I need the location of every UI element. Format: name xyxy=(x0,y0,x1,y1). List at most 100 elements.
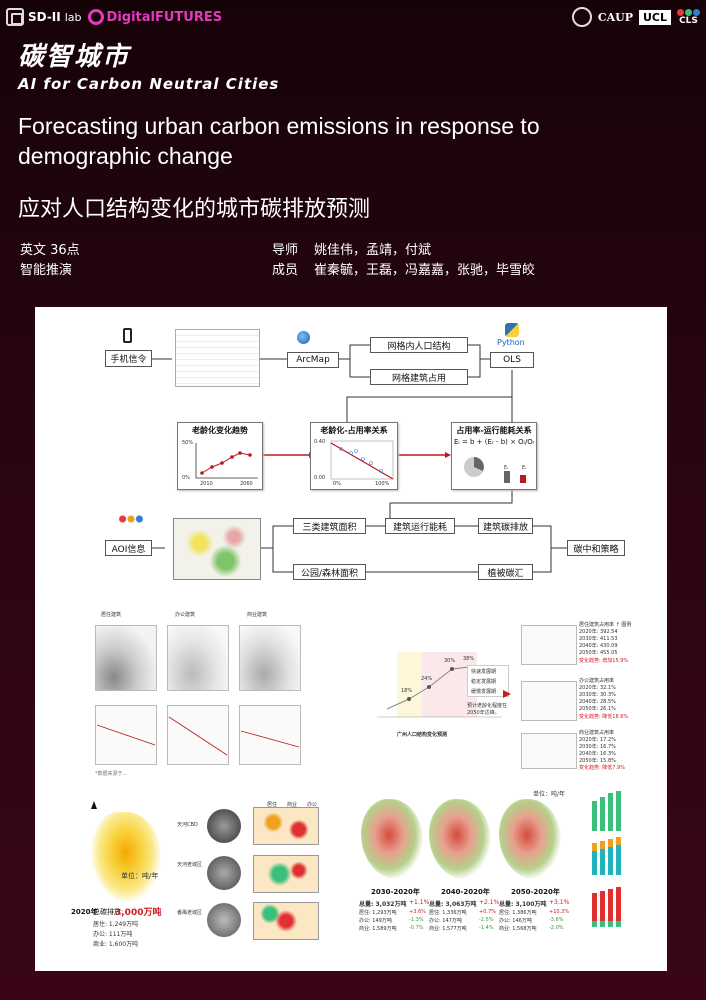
aging-trend-card: 老龄化变化趋势 50% 0% 2010 2060 xyxy=(177,422,263,490)
p2040-dtotal: +2.1% xyxy=(479,899,500,906)
aging-trend-x2: 2060 xyxy=(240,481,253,487)
p2030-title: 2030-2020年 xyxy=(371,888,420,896)
proj-map-2030 xyxy=(361,799,423,879)
scatter-col3-label: 商业建筑 xyxy=(247,612,268,618)
cls-dots-icon xyxy=(677,8,700,16)
p2050-total: 总量: 3,100万吨 xyxy=(499,901,547,908)
grid-population-label: 网格内人口结构 xyxy=(387,341,451,352)
energy-pie-bar xyxy=(464,457,526,483)
institution-logos: CAUP UCL CLS xyxy=(571,7,700,27)
p2050-off: 办公: 146万吨 xyxy=(499,918,532,924)
north-arrow-icon xyxy=(91,801,97,809)
signal-data-table xyxy=(175,329,260,387)
map-year: 2020年 xyxy=(71,908,98,916)
content-panel: 手机信令 ArcMap 网格内人口结构 网格建筑占用 Python OLS 老龄… xyxy=(35,307,667,971)
p2050-dtotal: +3.1% xyxy=(549,899,570,906)
p2030-total: 总量: 3,032万吨 xyxy=(359,901,407,908)
grid-population-box: 网格内人口结构 xyxy=(370,337,468,353)
place-old-tianhe: 天河老城区 xyxy=(177,862,203,868)
stat-off-l1: 2020年: 32.1% xyxy=(579,685,616,691)
zoom-map-cbd xyxy=(253,807,319,845)
map-unit: 单位：吨/年 xyxy=(121,872,159,880)
aoi-pins-icon xyxy=(117,514,145,524)
project-title-en: Forecasting urban carbon emissions in re… xyxy=(18,113,540,169)
stat-com-l1: 2020年: 17.2% xyxy=(579,737,616,743)
p2030-com: 商业: 1,589万吨 xyxy=(359,926,397,932)
language-info: 英文 36点 xyxy=(20,243,80,258)
stat-chart-com xyxy=(521,733,577,769)
stat-off-title: 办公建筑占用率 xyxy=(579,678,615,684)
ucl-logo: UCL xyxy=(638,9,671,25)
phone-signal-box: 手机信令 xyxy=(105,350,152,367)
aging-occupancy-card: 老龄化-占用率关系 0.40 0.00 0% 100% xyxy=(310,422,398,490)
right-stats-column: 居住建筑占用率 ↑ 图例 2020年: 392.54 2030年: 411.53… xyxy=(521,617,651,771)
tongji-seal-icon xyxy=(571,7,592,27)
member-names: 崔秦毓，王磊，冯嘉嘉，张驰，毕雪皎 xyxy=(314,263,536,278)
occupancy-energy-title: 占用率-运行能耗关系 xyxy=(456,426,532,435)
python-icon xyxy=(505,323,519,337)
ols-box: OLS xyxy=(490,352,534,368)
p2040-dres: +0.7% xyxy=(479,909,496,915)
aoi-box: AOI信息 xyxy=(105,540,152,556)
p2030-off: 办公: 149万吨 xyxy=(359,918,392,924)
neutral-strategy-box: 碳中和策略 xyxy=(567,540,625,556)
mentor-row: 导师姚佳伟，孟靖，付斌 xyxy=(272,241,535,261)
trend-caption: 广州人口结构变化预测 xyxy=(397,732,448,738)
stat-off-l4: 2050年: 26.1% xyxy=(579,706,616,712)
scatter-fit-lines xyxy=(96,716,300,756)
red-arrow-icon xyxy=(503,690,511,698)
p2040-com: 商业: 1,577万吨 xyxy=(429,926,467,932)
bar-chart-green xyxy=(592,791,621,831)
trend-note: 预计老龄化程度在2050年达峰。 xyxy=(467,703,508,716)
grid-building-label: 网格建筑占用 xyxy=(391,373,446,384)
digital-futures-mark-icon xyxy=(87,9,104,25)
map-legend-com: 商业 xyxy=(287,802,298,808)
stat-res-l4: 2050年: 455.05 xyxy=(579,650,618,656)
arcmap-label: ArcMap xyxy=(296,355,330,365)
aging-trend-ybottom: 0% xyxy=(182,475,190,481)
caup-logo: CAUP xyxy=(597,10,633,24)
phone-signal-label: 手机信令 xyxy=(110,355,147,365)
stat-res-title: 居住建筑占用率 ↑ 图例 xyxy=(579,622,632,628)
cls-logo: CLS xyxy=(677,8,700,26)
p2050-doff: -3.6% xyxy=(549,917,564,923)
building-carbon-box: 建筑碳排放 xyxy=(478,518,533,534)
project-meta-left: 英文 36点 智能推演 xyxy=(20,241,80,281)
stat-res-change: 变化趋势: 增加15.9% xyxy=(579,658,629,664)
p2040-doff: -2.5% xyxy=(479,917,494,923)
aging-trend-ytop: 50% xyxy=(182,440,194,446)
p2030-dres: +3.6% xyxy=(409,909,426,915)
bar-chart-red xyxy=(592,887,621,927)
stat-res-l1: 2020年: 392.54 xyxy=(579,629,618,635)
stat-com-title: 商业建筑占用率 xyxy=(579,730,615,736)
arrow-carbon-strategy xyxy=(533,525,567,549)
aging-occ-mini-chart xyxy=(330,440,394,480)
arrow-pop-ols xyxy=(468,344,490,360)
stat-com-l2: 2030年: 16.7% xyxy=(579,744,616,750)
p2040-off: 办公: 147万吨 xyxy=(429,918,462,924)
member-row: 成员崔秦毓，王磊，冯嘉嘉，张驰，毕雪皎 xyxy=(272,261,535,281)
title-en: AI for Carbon Neutral Cities xyxy=(18,75,280,93)
aging-occ-x2: 100% xyxy=(375,481,390,487)
three-building-box: 三类建筑面积 xyxy=(293,518,366,534)
flowchart-connectors xyxy=(152,344,567,573)
lab-name: SD-II xyxy=(28,10,61,24)
mentor-names: 姚佳伟，孟靖，付斌 xyxy=(314,243,432,258)
arrow-energy-down xyxy=(389,487,513,519)
scatter-note: *数据来源于... xyxy=(95,771,128,777)
stat-chart-res xyxy=(521,625,577,665)
aging-occ-ytop: 0.40 xyxy=(314,439,326,445)
python-label: Python xyxy=(497,338,525,347)
map-office: 办公: 111万吨 xyxy=(93,931,133,938)
stat-off-change: 变化趋势: 降低18.6% xyxy=(579,714,629,720)
stat-res-l3: 2040年: 430.09 xyxy=(579,643,618,649)
neutral-strategy-label: 碳中和策略 xyxy=(573,544,619,555)
p2030-doff: -1.3% xyxy=(409,917,424,923)
er-label: Eᵣ xyxy=(504,465,509,471)
map-total-label: 总碳排放: xyxy=(93,908,124,916)
trend-point-2: 24% xyxy=(421,676,433,682)
aging-trend-title: 老龄化变化趋势 xyxy=(192,426,248,435)
aging-occupancy-title: 老龄化-占用率关系 xyxy=(320,426,388,435)
arrow-arcmap-pop xyxy=(339,344,370,360)
photo-old-tianhe xyxy=(207,856,241,890)
